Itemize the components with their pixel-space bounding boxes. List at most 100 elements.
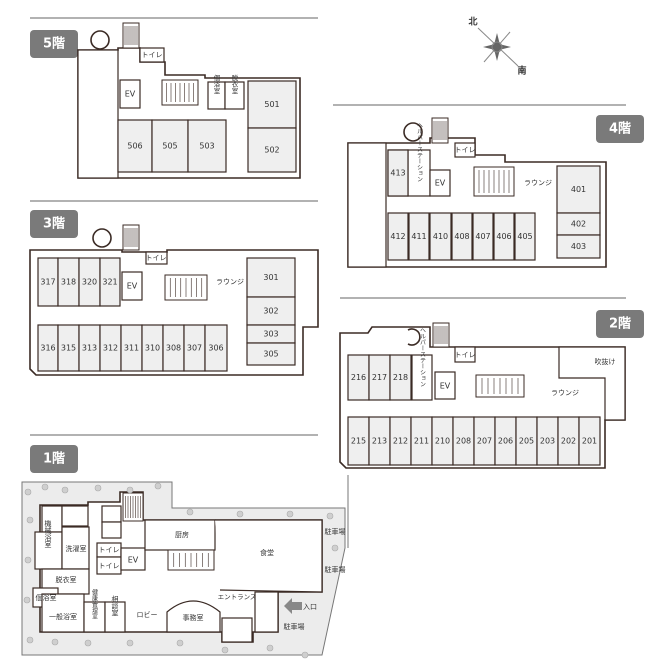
room-3f-313-label: 313 [82,344,97,353]
room-4f-401 [556,165,601,214]
room-5f-506-label: 506 [127,142,142,151]
tree-icon [266,644,274,652]
room-4f-402-label: 402 [571,220,586,229]
room-3f-308-label: 308 [166,344,181,353]
lounge-3f-label: ラウンジ [216,278,244,286]
tree-icon [286,510,294,518]
room-4f-408 [451,212,473,261]
room-5f-502 [247,127,297,173]
ev-5f-label: EV [125,90,136,99]
balcony-2f [407,328,421,346]
room-3f-306-label: 306 [208,344,223,353]
room-2f-207-label: 207 [477,437,492,446]
west-wing-4f [347,142,387,268]
toilet-5f-label: トイレ [142,51,163,59]
toilet-3f [145,251,168,265]
balcony-3f [92,228,112,248]
floor-badge-3f-label: 3階 [43,216,65,232]
changing-room-5f [224,81,245,110]
tree-icon [61,486,69,494]
floor-badge-2f-label: 2階 [609,316,631,332]
floor-badge-4f-label: 4階 [609,121,631,137]
room-3f-316-label: 316 [40,344,55,353]
tree-icon [126,486,134,494]
room-3f-305-label: 305 [263,350,278,359]
changing-room-5f-label: 脱衣室 [230,73,238,94]
ev-5f [119,79,141,109]
toilet-2f [454,346,476,363]
room-4f-410 [429,212,452,261]
consult-room-1f [104,601,126,633]
room-3f-307-label: 307 [187,344,202,353]
storage-1f-d [101,521,122,539]
machine-bath-1f-label: 機械浴室 [44,519,52,548]
room-2f-215-label: 215 [351,437,366,446]
dining-1f [215,519,323,593]
helper-station-2f [411,354,433,401]
room-5f-503 [187,119,227,173]
tree-icon [94,484,102,492]
changing-room-1f-label: 脱衣室 [56,575,77,584]
room-3f-317-label: 317 [40,278,55,287]
floor-badge-5f [30,30,78,58]
room-4f-406 [493,212,515,261]
room-3f-310-label: 310 [145,344,160,353]
ev-4f-label: EV [435,179,446,188]
parking-1f-b-label: 駐車場 [325,565,346,574]
room-4f-411-label: 411 [411,232,426,241]
room-4f-413-label: 413 [390,169,405,178]
room-2f-202-label: 202 [561,437,576,446]
room-4f-405-label: 405 [517,232,532,241]
office-1f [166,600,221,633]
toilet-4f-label: トイレ [455,146,476,154]
room-4f-407 [472,212,494,261]
general-bath-1f-label: 一般浴室 [49,612,77,621]
compass-south-label: 南 [517,65,526,77]
tree-icon [326,512,334,520]
room-3f-306 [204,324,228,372]
room-5f-501 [247,80,297,129]
toilet-1f-a-label: トイレ [99,546,120,554]
floor-badge-2f [596,310,644,338]
room-4f-411 [408,212,430,261]
office-1f-label: 事務室 [183,613,204,622]
tree-icon [236,510,244,518]
room-4f-401-label: 401 [571,185,586,194]
room-2f-210-label: 210 [435,437,450,446]
toilet-3f-label: トイレ [146,254,167,262]
helper-station-2f-label: ヘルパーステーション [419,327,426,387]
room-2f-208-label: 208 [456,437,471,446]
lounge-4f-label: ラウンジ [524,179,552,187]
compass-icon [477,27,519,67]
ev-3f [121,271,143,301]
ev-1f-label: EV [128,556,139,565]
floor-badge-1f-label: 1階 [43,451,65,467]
room-2f-213-label: 213 [372,437,387,446]
room-3f-301-label: 301 [263,273,278,282]
tree-icon [41,483,49,491]
room-4f-410-label: 410 [433,232,448,241]
room-2f-218 [389,354,412,401]
room-2f-216-label: 216 [351,373,366,382]
tree-icon [51,638,59,646]
room-3f-305 [246,342,296,366]
ev-2f [434,371,456,400]
floor-badge-4f [596,115,644,143]
room-2f-201 [578,416,601,466]
vestibule-1f [254,591,279,633]
tree-icon [176,639,184,647]
floor-badge-1f [30,445,78,473]
private-bath-1f-label: 個浴室 [36,593,57,602]
room-2f-205-label: 205 [519,437,534,446]
balcony-5f [90,30,110,50]
tree-icon [301,651,309,659]
room-3f-303-label: 303 [263,330,278,339]
room-4f-405 [514,212,536,261]
toilet-4f [454,142,476,158]
room-2f-203-label: 203 [540,437,555,446]
room-5f-501-label: 501 [264,100,279,109]
private-bath-5f-label: 個浴室 [212,73,220,94]
entry-1f-label: 入口 [303,603,317,611]
room-4f-403 [556,234,601,259]
ev-1f [120,547,146,571]
